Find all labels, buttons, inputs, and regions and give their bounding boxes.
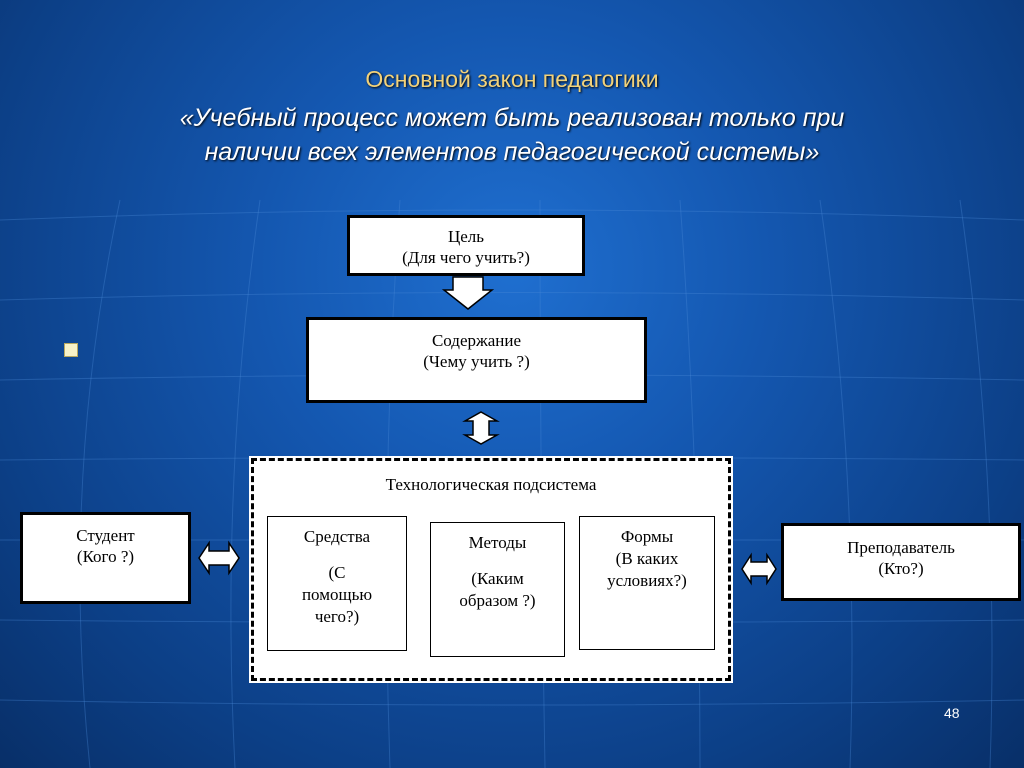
methods-question-2: образом ?) xyxy=(459,591,536,610)
forms-box: Формы (В каких условиях?) xyxy=(579,516,715,650)
page-number: 48 xyxy=(944,705,960,721)
student-title: Студент xyxy=(76,526,135,545)
technology-subsystem-label: Технологическая подсистема xyxy=(385,475,597,494)
forms-title: Формы xyxy=(620,527,674,546)
methods-box: Методы (Каким образом ?) xyxy=(430,522,565,657)
means-question-2: помощью xyxy=(301,585,373,604)
means-question-1: (С xyxy=(328,563,346,582)
content-box: Содержание (Чему учить ?) xyxy=(306,317,647,403)
slide-subtitle-line2: наличии всех элементов педагогической си… xyxy=(204,138,820,166)
content-question: (Чему учить ?) xyxy=(423,352,530,371)
means-box: Средства (С помощью чего?) xyxy=(267,516,407,651)
bullet-marker xyxy=(64,343,78,357)
means-title: Средства xyxy=(303,527,371,546)
arrow-left-right-icon xyxy=(198,540,240,576)
slide-title: Основной закон педагогики xyxy=(365,66,659,92)
teacher-question: (Кто?) xyxy=(878,559,924,578)
arrow-left-right-icon xyxy=(741,552,777,586)
goal-box: Цель (Для чего учить?) xyxy=(347,215,585,276)
slide-subtitle-line1: «Учебный процесс может быть реализован т… xyxy=(179,104,845,132)
technology-subsystem-box: Технологическая подсистема Средства (С п… xyxy=(249,456,733,683)
goal-title: Цель xyxy=(447,227,485,246)
student-box: Студент (Кого ?) xyxy=(20,512,191,604)
teacher-title: Преподаватель xyxy=(847,538,955,557)
methods-question-1: (Каким xyxy=(471,569,524,588)
forms-question-1: (В каких xyxy=(615,549,679,568)
teacher-box: Преподаватель (Кто?) xyxy=(781,523,1021,601)
forms-question-2: условиях?) xyxy=(607,571,687,590)
student-question: (Кого ?) xyxy=(76,547,135,566)
arrow-down-icon xyxy=(441,276,495,310)
content-title: Содержание xyxy=(431,331,522,350)
methods-title: Методы xyxy=(468,533,527,552)
goal-question: (Для чего учить?) xyxy=(402,248,530,267)
means-question-3: чего?) xyxy=(314,607,360,626)
arrow-up-down-icon xyxy=(462,411,500,445)
